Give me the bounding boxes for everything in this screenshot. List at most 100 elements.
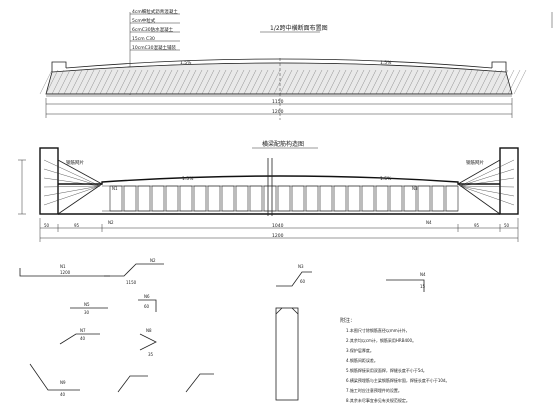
haunch-bar <box>459 185 515 188</box>
stirrup <box>249 185 263 212</box>
rebar-details: 1200 N1 N2 1150 N3 60 N4 15 N5 30 N6 60 … <box>19 258 426 401</box>
stirrup <box>305 185 319 212</box>
stirrup <box>151 185 165 212</box>
hatch-line <box>93 69 107 95</box>
rebar-2-dim: 1150 <box>126 280 137 285</box>
hatch-line <box>57 69 71 95</box>
rebar-9-label: N9 <box>60 380 66 385</box>
hatch-line <box>507 69 521 95</box>
hatch-line <box>465 69 479 95</box>
hatch-line <box>69 69 83 95</box>
tag-b: N2 <box>108 220 114 225</box>
hatch-line <box>255 69 269 95</box>
stirrup <box>193 185 207 212</box>
hatch-line <box>375 69 389 95</box>
haunch-bar <box>459 168 515 187</box>
right-haunch <box>457 159 501 215</box>
stirrup <box>165 185 179 212</box>
hatch-line <box>117 69 131 95</box>
stirrup <box>417 185 431 212</box>
hatch-line <box>165 69 179 95</box>
hatch-line <box>429 69 443 95</box>
note-8: 8.其余未尽事宜参见有关规范规定。 <box>346 397 410 403</box>
dim-total-text: 1200 <box>272 109 284 115</box>
hatch-line <box>483 69 497 95</box>
hatch-line <box>231 69 245 95</box>
rebar-1-dim: 1200 <box>60 270 71 275</box>
rebar-4-dim: 15 <box>420 284 426 289</box>
hatch-line <box>237 69 251 95</box>
stirrup <box>319 185 333 212</box>
section-1-slope-left: 1.5% <box>180 60 192 66</box>
dim2-left-small: 50 <box>44 223 50 228</box>
dim-inner-text: 1150 <box>272 99 284 105</box>
rebar-8-label: N8 <box>146 328 152 333</box>
stirrup <box>347 185 361 212</box>
hatch-line <box>309 69 323 95</box>
rebar-1-label: N1 <box>60 264 66 269</box>
rebar-detail-1 <box>19 268 110 277</box>
rebar-6-label: N6 <box>144 294 150 299</box>
hatch-line <box>105 69 119 95</box>
hatch-line <box>51 69 65 95</box>
tag-d: N4 <box>426 220 432 225</box>
note-7: 7.施工时应注意预埋件的设置。 <box>346 387 402 393</box>
rebar-6-dim: 60 <box>144 304 150 309</box>
hatch-line <box>207 69 221 95</box>
haunch-bar <box>43 185 101 206</box>
section-2-slope-left: 1.5% <box>182 176 194 182</box>
hatch-line <box>459 69 473 95</box>
hatch-line <box>261 69 275 95</box>
stirrup <box>333 185 347 212</box>
hatch-line <box>129 69 143 95</box>
hatch-line <box>351 69 365 95</box>
beam-top <box>58 175 500 185</box>
rebar-hook-a <box>117 375 148 393</box>
hatch-line <box>39 69 53 95</box>
haunch-bar <box>43 185 101 188</box>
stirrup <box>235 185 249 212</box>
hatch-line <box>315 69 329 95</box>
stirrup <box>123 185 137 212</box>
note-5: 5.钢筋焊接采用双面焊，焊缝长度不小于5d。 <box>346 367 427 373</box>
stirrup <box>361 185 375 212</box>
rebar-5-dim: 30 <box>84 310 90 315</box>
rebar-detail-8 <box>139 333 157 351</box>
stirrup <box>207 185 221 212</box>
layer-label-3: 6cmC30防水混凝土 <box>132 26 174 33</box>
hatch-line <box>339 69 353 95</box>
layer-label-2: 5cm中粒式 <box>132 17 156 24</box>
hatch-line <box>495 69 509 95</box>
hatch-line <box>501 69 515 95</box>
hatch-line <box>213 69 227 95</box>
hatch-line <box>435 69 449 95</box>
hatch-line <box>303 69 317 95</box>
hatch-line <box>381 69 395 95</box>
stirrup <box>445 185 459 212</box>
stirrup <box>179 185 193 212</box>
rebar-7-dim: 40 <box>80 336 86 341</box>
hatch-line <box>135 69 149 95</box>
hatch-line <box>159 69 173 95</box>
rebar-7-label: N7 <box>80 328 86 333</box>
hatch-line <box>489 69 503 95</box>
hatch-line <box>363 69 377 95</box>
haunch-bar <box>43 159 101 187</box>
hatch-line <box>141 69 155 95</box>
hatch-line <box>477 69 491 95</box>
left-end-block <box>39 147 59 215</box>
section-1: 1/2跨中横断面布置图 4cm细粒式沥青混凝土 5cm中粒式 6cmC30防水混… <box>39 8 527 120</box>
hatch-line <box>387 69 401 95</box>
hatch-line <box>297 69 311 95</box>
rebar-9-dim: 40 <box>60 392 66 397</box>
hatch-line <box>321 69 335 95</box>
hatch-line <box>189 69 203 95</box>
dim2-right-small2: 50 <box>504 223 510 228</box>
hatch-line <box>423 69 437 95</box>
left-curb <box>51 61 67 72</box>
hatch-line <box>225 69 239 95</box>
note-4: 4.钢筋间距误差。 <box>346 357 378 363</box>
stirrup <box>375 185 389 212</box>
haunch-bar <box>459 177 515 187</box>
